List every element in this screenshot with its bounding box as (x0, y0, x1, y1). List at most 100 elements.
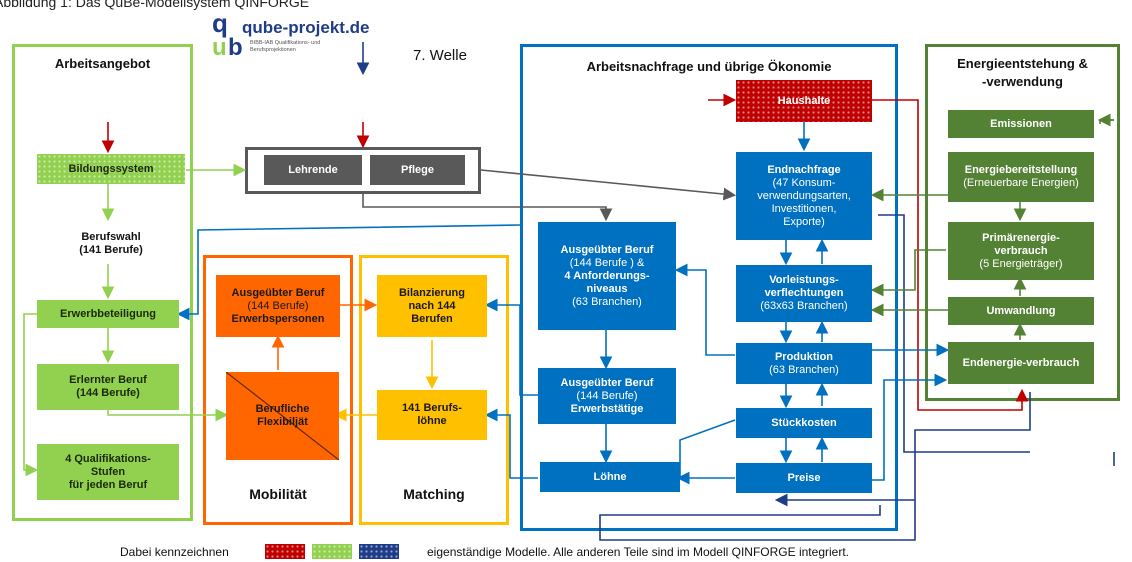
figure-caption: Abbildung 1: Das QuBe-Modellsystem QINFO… (0, 0, 310, 10)
umwandlung-label: Umwandlung (986, 304, 1056, 317)
box-qualifikationsstufen: 4 Qualifikations- Stufen für jeden Beruf (37, 444, 179, 500)
qube-logo: q u b qube-projekt.de BIBB-IAB Qualifika… (210, 8, 370, 62)
box-berufliche-flexibilitaet: Berufliche Flexibiljät (226, 372, 339, 460)
box-haushalte: Haushalte (736, 80, 872, 122)
label-berufswahl: Berufswahl (141 Berufe) (40, 231, 182, 257)
box-loehne: Löhne (540, 462, 680, 492)
ausg-erw-line3: Erwerbspersonen (231, 312, 325, 325)
box-ausgeuebter-beruf-erwerbstaetige: Ausgeübter Beruf (144 Berufe) Erwerbstät… (538, 368, 676, 424)
endnachfrage-line1: Endnachfrage (767, 163, 841, 176)
primaer-line2: verbrauch (994, 244, 1048, 257)
preise-label: Preise (787, 471, 821, 484)
lehrende-label: Lehrende (288, 163, 338, 176)
ausg-anf-line4: niveaus (586, 282, 628, 295)
panel-title-energie-1: Energieentstehung & (957, 56, 1088, 71)
emissionen-label: Emissionen (990, 117, 1052, 130)
primaer-line3: (5 Energieträger) (979, 257, 1063, 270)
footer-trail: eigenständige Modelle. Alle anderen Teil… (427, 545, 849, 559)
svg-text:q: q (212, 8, 228, 38)
logo-mark-icon: q u b (210, 8, 244, 61)
panel-title-nachfrage: Arbeitsnachfrage und übrige Ökonomie (586, 59, 832, 74)
wave-label: 7. Welle (413, 47, 467, 64)
quali-line3: für jeden Beruf (68, 478, 148, 491)
box-umwandlung: Umwandlung (948, 297, 1094, 325)
box-stueckkosten: Stückkosten (736, 408, 872, 438)
haushalte-label: Haushalte (777, 94, 831, 107)
box-erwerbsbeteiligung: Erwerbbeteiligung (37, 300, 179, 328)
box-bildungssystem: Bildungssystem (37, 154, 185, 184)
berufswahl-line2: (141 Berufe) (79, 244, 143, 256)
endenergie-label: Endenergie-verbrauch (962, 356, 1080, 369)
legend-swatch-navy (359, 544, 399, 559)
erlernter-line2: (144 Berufe) (76, 387, 140, 399)
box-preise: Preise (736, 463, 872, 493)
endnachfrage-line4: Investitionen, (771, 202, 837, 215)
svg-text:b: b (228, 34, 243, 58)
box-emissionen: Emissionen (948, 110, 1094, 138)
panel-nachfrage (520, 44, 898, 531)
box-berufsloehne: 141 Berufs- löhne (377, 390, 487, 440)
loehne141-line1: 141 Berufs- (402, 402, 462, 414)
logo-subtitle: BIBB-IAB Qualifikations- und Berufsproje… (250, 40, 321, 53)
box-ausgeuebter-beruf-erwerbspersonen: Ausgeübter Beruf (144 Berufe) Erwerbsper… (216, 275, 340, 337)
bilanz-line3: Berufen (411, 312, 453, 325)
endnachfrage-line3: verwendungsarten, (757, 189, 851, 202)
erwerbsbeteiligung-label: Erwerbbeteiligung (60, 307, 156, 320)
ausg-anf-line3: 4 Anforderungs- (564, 269, 650, 282)
ausg-anf-line2: (144 Berufe ) & (569, 256, 645, 269)
bildungssystem-label: Bildungssystem (68, 162, 154, 175)
bilanz-line2: nach 144 (408, 299, 456, 312)
vorleistung-line2: verflechtungen (764, 287, 844, 299)
ausg-et-line1: Ausgeübter Beruf (560, 376, 654, 389)
flex-line2: Flexibiljät (257, 416, 308, 428)
endnachfrage-line5: Exporte) (783, 215, 825, 228)
quali-line2: Stufen (90, 465, 126, 478)
endnachfrage-line2: (47 Konsum- (772, 176, 836, 189)
loehne-label: Löhne (593, 470, 627, 483)
ausg-et-line3: Erwerbstätige (570, 402, 644, 415)
legend-swatch-green (312, 544, 352, 559)
erlernter-line1: Erlernter Beruf (69, 374, 147, 386)
vorleistung-line3: (63x63 Branchen) (760, 300, 848, 312)
quali-line1: 4 Qualifikations- (65, 452, 151, 465)
vorleistung-line1: Vorleistungs- (769, 274, 839, 286)
panel-title-energie-2: -verwendung (982, 74, 1063, 89)
svg-text:u: u (212, 34, 227, 58)
legend-swatch-red (265, 544, 305, 559)
box-endnachfrage: Endnachfrage (47 Konsum- verwendungsarte… (736, 152, 872, 240)
box-ausgeuebter-beruf-anforderung: Ausgeübter Beruf (144 Berufe ) & 4 Anfor… (538, 222, 676, 330)
berufswahl-line1: Berufswahl (81, 231, 141, 243)
box-endenergieverbrauch: Endenergie-verbrauch (948, 342, 1094, 384)
bilanz-line1: Bilanzierung (398, 286, 465, 299)
ausg-anf-line1: Ausgeübter Beruf (560, 243, 654, 256)
primaer-line1: Primärenergie- (982, 231, 1060, 244)
lehrende-pflege-frame (245, 147, 481, 194)
box-produktion: Produktion (63 Branchen) (736, 343, 872, 384)
box-bilanzierung: Bilanzierung nach 144 Berufen (377, 275, 487, 337)
ausg-anf-line5: (63 Branchen) (572, 295, 642, 308)
ausg-et-line2: (144 Berufe) (576, 389, 638, 402)
flex-line1: Berufliche (255, 403, 310, 415)
produktion-line2: (63 Branchen) (769, 363, 839, 376)
produktion-line1: Produktion (774, 350, 834, 363)
box-lehrende: Lehrende (264, 155, 362, 185)
energiebereit-line2: (Erneuerbare Energien) (963, 177, 1079, 189)
box-primaerenergieverbrauch: Primärenergie- verbrauch (5 Energieträge… (948, 222, 1094, 280)
ausg-erw-line2: (144 Berufe) (247, 299, 309, 312)
panel-arbeitsangebot (12, 44, 193, 521)
panel-title-matching: Matching (403, 486, 465, 502)
ausg-erw-line1: Ausgeübter Beruf (231, 286, 325, 299)
logo-text: qube-projekt.de (242, 18, 370, 37)
stueckkosten-label: Stückkosten (771, 416, 837, 429)
box-pflege: Pflege (370, 155, 465, 185)
panel-matching (359, 255, 509, 525)
energiebereit-line1: Energiebereitstellung (964, 164, 1078, 176)
box-vorleistungsverflechtungen: Vorleistungs- verflechtungen (63x63 Bran… (736, 265, 872, 322)
box-erlernter-beruf: Erlernter Beruf (144 Berufe) (37, 364, 179, 410)
panel-title-mobilitaet: Mobilität (249, 486, 307, 502)
box-energiebereitstellung: Energiebereitstellung (Erneuerbare Energ… (948, 152, 1094, 202)
loehne141-line2: löhne (417, 415, 447, 427)
panel-title-arbeitsangebot: Arbeitsangebot (54, 56, 151, 71)
pflege-label: Pflege (400, 163, 434, 176)
